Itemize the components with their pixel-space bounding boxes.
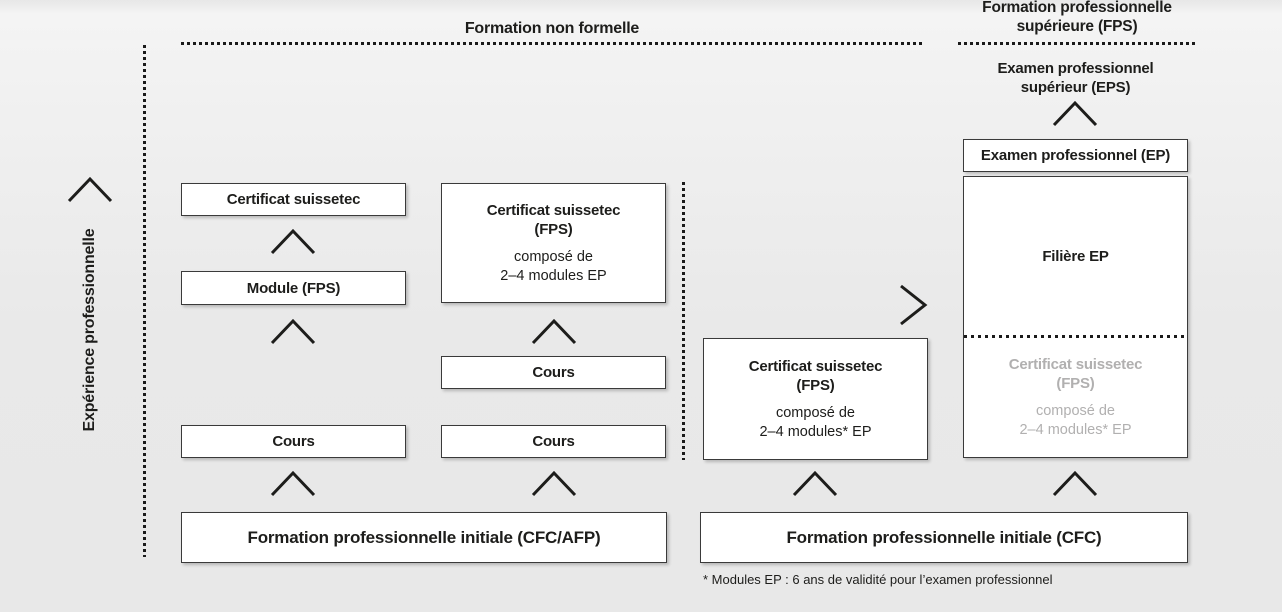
- chevron-right-icon: [898, 284, 928, 326]
- box-cours-col2-mid-label: Cours: [532, 364, 575, 381]
- box-formation-initiale-cfc: Formation professionnelle initiale (CFC): [700, 512, 1188, 563]
- cert-fps-title-line2: (FPS): [534, 220, 573, 238]
- chevron-up-icon: [270, 318, 316, 345]
- chevron-up-icon: [67, 176, 113, 203]
- footnote-modules-ep: * Modules EP : 6 ans de validité pour l’…: [703, 572, 1053, 587]
- filiere-cert-sub-line1: composé de: [1035, 403, 1115, 419]
- box-cours-col1: Cours: [181, 425, 406, 458]
- box-examen-professionnel-ep-label: Examen professionnel (EP): [980, 147, 1171, 164]
- cert-fps-title: Certificat suissetec (FPS): [487, 201, 621, 239]
- filiere-cert-title-line2: (FPS): [1056, 375, 1095, 392]
- chevron-up-icon: [531, 470, 577, 497]
- filiere-ep-cert-section: Certificat suissetec (FPS) composé de 2–…: [964, 338, 1187, 457]
- cert-fps-subtitle: composé de 2–4 modules EP: [500, 248, 606, 286]
- chevron-up-icon: [1052, 100, 1098, 127]
- cert-fps-col3-sub-line2: 2–4 modules* EP: [759, 423, 872, 440]
- filiere-cert-title-line1: Certificat suissetec: [1008, 356, 1143, 373]
- filiere-ep-label: Filière EP: [1042, 247, 1109, 265]
- cert-fps-col3-subtitle: composé de 2–4 modules* EP: [759, 404, 871, 442]
- cert-fps-col3-title-line1: Certificat suissetec: [748, 357, 883, 375]
- cert-fps-sub-line1: composé de: [514, 248, 593, 265]
- box-module-fps: Module (FPS): [181, 271, 406, 305]
- box-filiere-ep: Filière EP Certificat suissetec (FPS) co…: [963, 176, 1188, 458]
- box-cours-col1-label: Cours: [272, 433, 315, 450]
- box-certificat-suissetec-label: Certificat suissetec: [226, 191, 361, 208]
- cert-fps-col3-title-line2: (FPS): [796, 376, 835, 394]
- cert-fps-col3-title: Certificat suissetec (FPS): [749, 357, 883, 395]
- box-formation-initiale-cfc-afp-label: Formation professionnelle initiale (CFC/…: [247, 527, 601, 547]
- cert-fps-col3-sub-line1: composé de: [775, 404, 855, 421]
- label-examen-professionnel-superieur: Examen professionnel supérieur (EPS): [997, 60, 1154, 96]
- box-certificat-fps-col2: Certificat suissetec (FPS) composé de 2–…: [441, 183, 666, 303]
- box-module-fps-label: Module (FPS): [246, 279, 341, 297]
- box-cours-col2-bottom-label: Cours: [532, 433, 575, 450]
- experience-professionnelle-axis-label: Expérience professionnelle: [81, 228, 98, 432]
- filiere-cert-title: Certificat suissetec (FPS): [1009, 355, 1143, 393]
- filiere-ep-dotted-divider: [964, 335, 1187, 338]
- header-rule-fps: [958, 42, 1195, 45]
- middle-dotted-divider: [682, 182, 685, 460]
- chevron-up-icon: [270, 470, 316, 497]
- left-dotted-divider: [143, 45, 146, 557]
- box-certificat-fps-col3: Certificat suissetec (FPS) composé de 2–…: [703, 338, 928, 460]
- header-formation-professionnelle-superieure: Formation professionnelle supérieure (FP…: [982, 0, 1172, 35]
- box-certificat-suissetec: Certificat suissetec: [181, 183, 406, 216]
- chevron-up-icon: [531, 318, 577, 345]
- chevron-up-icon: [1052, 470, 1098, 497]
- cert-fps-sub-line2: 2–4 modules EP: [500, 267, 607, 284]
- header-rule-non-formelle: [181, 42, 923, 45]
- filiere-ep-top-section: Filière EP: [964, 177, 1187, 335]
- header-formation-non-formelle: Formation non formelle: [464, 20, 640, 37]
- box-cours-col2-mid: Cours: [441, 356, 666, 389]
- box-formation-initiale-cfc-afp: Formation professionnelle initiale (CFC/…: [181, 512, 667, 563]
- box-formation-initiale-cfc-label: Formation professionnelle initiale (CFC): [786, 527, 1102, 547]
- filiere-cert-sub-line2: 2–4 modules* EP: [1019, 422, 1132, 438]
- box-examen-professionnel-ep: Examen professionnel (EP): [963, 139, 1188, 172]
- filiere-ep-inner: Filière EP Certificat suissetec (FPS) co…: [964, 177, 1187, 457]
- chevron-up-icon: [792, 470, 838, 497]
- filiere-cert-subtitle: composé de 2–4 modules* EP: [1019, 402, 1131, 440]
- chevron-up-icon: [270, 228, 316, 255]
- cert-fps-title-line1: Certificat suissetec: [486, 201, 621, 219]
- box-cours-col2-bottom: Cours: [441, 425, 666, 458]
